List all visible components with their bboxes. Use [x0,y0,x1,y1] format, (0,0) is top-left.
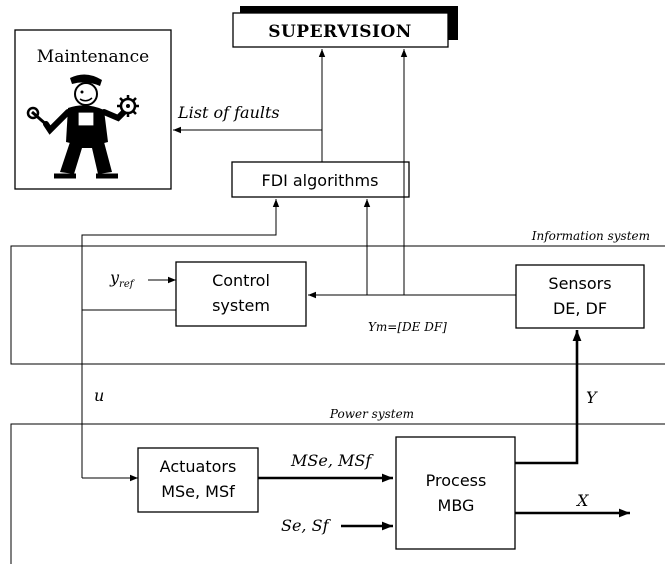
information-system-label: Information system [531,229,650,243]
sensors-label-2: DE, DF [553,299,607,318]
process-box [395,436,516,550]
sensors-label-1: Sensors [548,274,611,293]
information-system-region [10,245,665,365]
supervision-label: SUPERVISION [268,22,412,42]
u-label: u [94,386,104,405]
maintenance-label: Maintenance [37,47,149,67]
power-system-label: Power system [329,407,414,421]
sensors-box [515,264,645,329]
process-to-sensors-arrow [515,330,582,465]
maintenance-box [14,29,172,190]
fdi-algorithms-box [231,161,410,198]
mse-msf-label: MSe, MSf [290,451,374,470]
actuators-label-2: MSe, MSf [161,482,235,501]
control-system-label-1: Control [212,271,270,290]
x-label: X [575,491,589,510]
mechanic-icon [26,74,139,179]
process-label-1: Process [426,471,487,490]
se-sf-label: Se, Sf [281,516,332,535]
y-label: Y [586,388,598,407]
control-system-label-2: system [212,296,270,315]
actuators-label-1: Actuators [160,457,237,476]
list-of-faults-label: List of faults [177,103,280,122]
process-label-2: MBG [438,496,475,515]
ym-label: Ym=[DE DF] [368,320,447,334]
fdi-algorithms-label: FDI algorithms [262,171,379,190]
control-system-box [175,261,307,327]
supervision-box [232,6,458,48]
u-to-fdi-arrow [81,199,280,478]
yref-label: yref [109,268,136,290]
actuators-box [137,447,259,513]
power-system-region [10,423,665,564]
